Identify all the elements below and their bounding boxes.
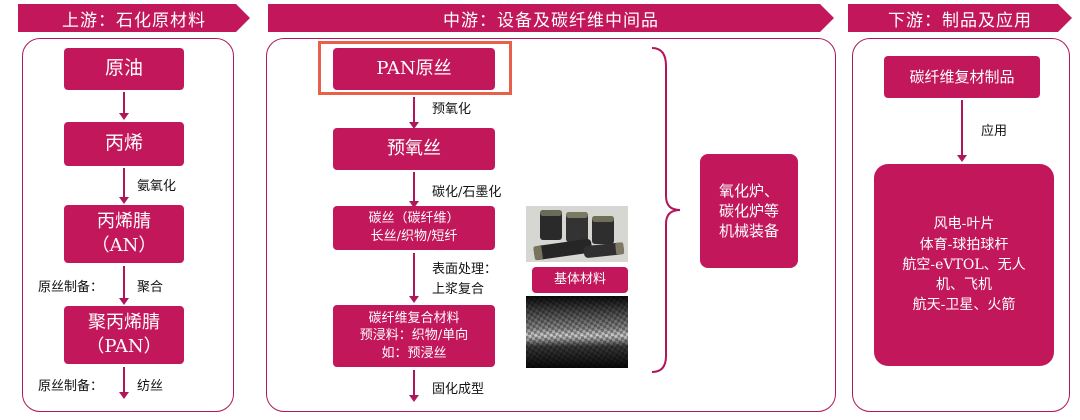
acrylonitrile-box: 丙烯腈 （AN）: [64, 205, 184, 263]
equipment-box: 氧化炉、 碳化炉等 机械装备: [700, 154, 798, 268]
polymerization-label: 聚合: [137, 280, 164, 295]
propylene-box: 丙烯: [64, 122, 184, 166]
midstream-banner: 中游：设备及碳纤维中间品: [268, 4, 834, 32]
arrow-pan-spinning: [119, 367, 129, 399]
carbon-fiber-box: 碳丝（碳纤维） 长丝/织物/短纤: [333, 206, 495, 250]
preoxidation-label: 预氧化: [432, 102, 472, 117]
spinning-label: 纺丝: [137, 379, 164, 394]
pan-highlight-frame: [318, 41, 512, 95]
downstream-title: 下游：制品及应用: [888, 10, 1032, 31]
arrow-cf-prepreg: [409, 253, 419, 303]
pan-precursor-box: PAN原丝: [333, 48, 495, 90]
polymerization-prefix: 原丝制备：: [38, 280, 104, 295]
ammoxidation-label: 氨氧化: [137, 179, 177, 194]
midstream-title: 中游：设备及碳纤维中间品: [443, 10, 659, 31]
arrow-an-pan: [119, 266, 129, 305]
applications-box: 风电-叶片 体育-球拍球杆 航空-eVTOL、无人 机、飞机 航天-卫星、火箭: [874, 164, 1054, 366]
arrow-pan-preox: [409, 97, 419, 129]
carbon-fabric-image: [526, 296, 628, 368]
surface-treatment-label: 表面处理： 上浆复合: [432, 262, 498, 297]
upstream-title: 上游：石化原材料: [62, 10, 206, 31]
carbonization-label: 碳化/石墨化: [432, 185, 502, 200]
carbon-fiber-spools-image: [526, 206, 628, 262]
cf-products-box: 碳纤维复材制品: [884, 56, 1040, 98]
spinning-prefix: 原丝制备：: [38, 379, 104, 394]
upstream-banner: 上游：石化原材料: [18, 4, 250, 32]
downstream-banner: 下游：制品及应用: [848, 4, 1072, 32]
arrow-oil-propylene: [119, 92, 129, 120]
arrow-preox-cf: [409, 172, 419, 208]
arrow-products-apps: [957, 100, 967, 162]
pan-polymer-box: 聚丙烯腈 （PAN）: [64, 306, 184, 364]
application-label: 应用: [981, 124, 1008, 139]
preox-fiber-box: 预氧丝: [333, 128, 495, 170]
arrow-propylene-an: [119, 168, 129, 204]
curing-label: 固化成型: [432, 382, 485, 397]
crude-oil-box: 原油: [64, 48, 184, 90]
arrow-prepreg-cure: [409, 370, 419, 402]
composite-prepreg-box: 碳纤维复合材料 预浸料：织物/单向 如：预浸丝: [333, 305, 495, 367]
base-material-box: 基体材料: [532, 267, 628, 293]
equipment-bracket: [651, 47, 681, 373]
